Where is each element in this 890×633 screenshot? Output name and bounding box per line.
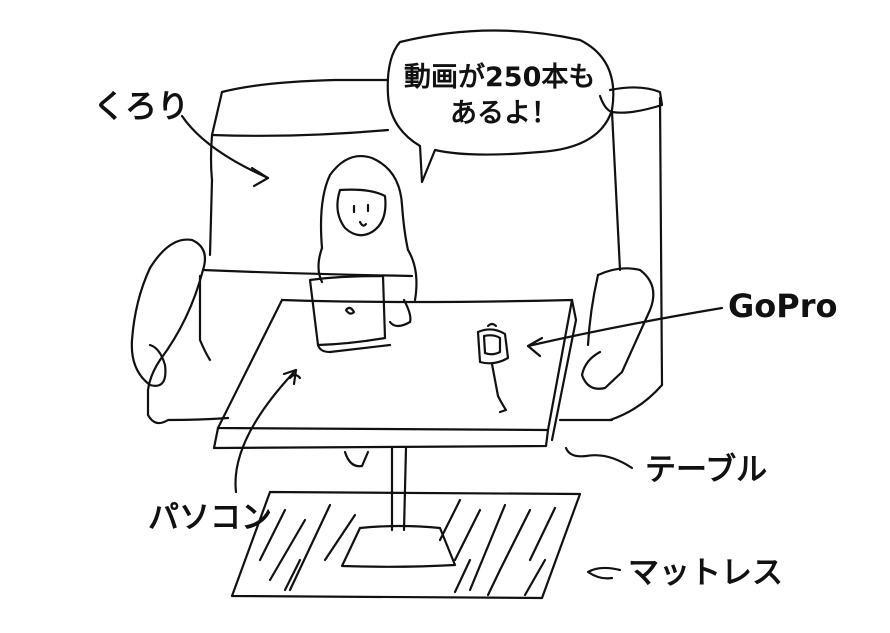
gopro-camera [476, 322, 510, 414]
gopro-label: GoPro [728, 287, 838, 325]
table [212, 298, 578, 568]
sofa [130, 78, 664, 425]
laptop-label: パソコン [148, 500, 272, 536]
annotation-arrows [180, 114, 724, 580]
speech-bubble-text-line2: あるよ！ [450, 98, 558, 129]
speech-bubble-text-line1: 動画が250本も [404, 62, 596, 93]
mattress [230, 490, 582, 600]
table-label: テーブル [645, 452, 768, 488]
laptop [308, 274, 392, 354]
speech-bubble [386, 29, 615, 184]
person-figure [317, 154, 418, 468]
person-label: くろり [93, 87, 190, 125]
mattress-label: マットレス [628, 555, 783, 591]
